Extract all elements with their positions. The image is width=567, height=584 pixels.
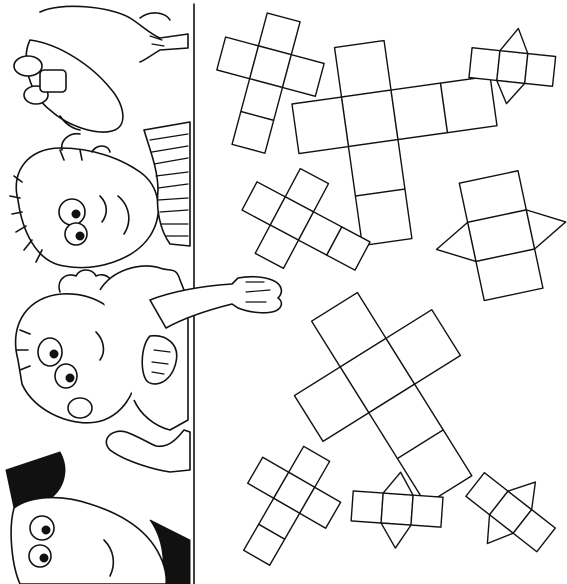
cartoon-boy-pointing bbox=[16, 266, 282, 472]
cartoon-figure-top bbox=[14, 6, 188, 132]
cartoon-boy-dark-hair bbox=[6, 452, 190, 584]
cartoon-boy-striped-shirt bbox=[10, 122, 190, 268]
triangle-prism-net-right bbox=[424, 163, 567, 308]
cross-net-small-bottom bbox=[218, 431, 356, 580]
